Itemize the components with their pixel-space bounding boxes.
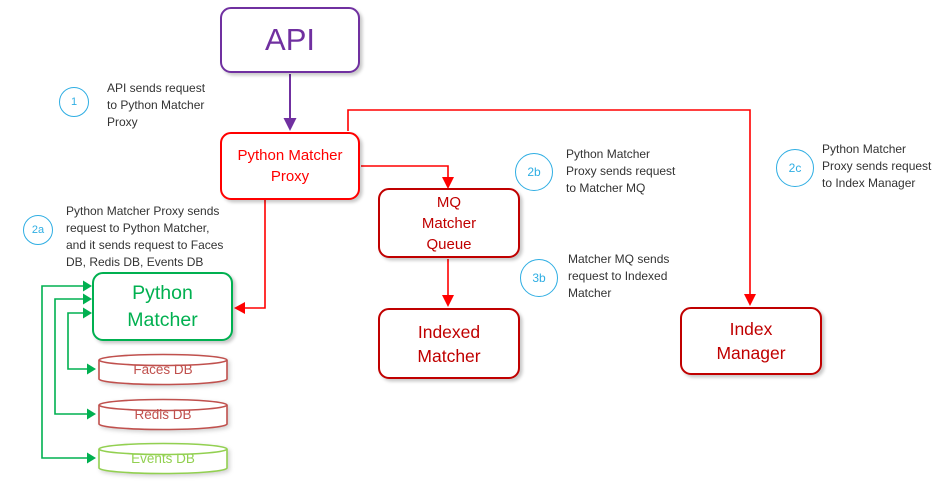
node-index-manager: Index Manager	[680, 307, 822, 375]
node-mq-matcher-queue-label: MQ Matcher Queue	[421, 193, 477, 253]
node-redis-db-label: Redis DB	[134, 407, 192, 422]
node-api: API	[220, 7, 360, 73]
connector-api-to-proxy	[283, 74, 297, 131]
step-badge-2a: 2a	[23, 215, 53, 245]
step-note-2c: Python Matcher Proxy sends request to In…	[822, 142, 932, 190]
connector-python-matcher-events-db	[41, 280, 96, 464]
cylinder-shape	[98, 398, 228, 431]
cylinder-shape	[98, 353, 228, 386]
step-badge-2a-number: 2a	[31, 224, 45, 236]
step-badge-3b: 3b	[520, 259, 558, 297]
node-python-matcher-label: Python Matcher	[127, 281, 198, 331]
step-badge-2b: 2b	[515, 153, 553, 191]
step-note-3b: Matcher MQ sends request to Indexed Matc…	[568, 252, 670, 300]
node-events-db: Events DB	[98, 442, 228, 475]
step-badge-1: 1	[59, 87, 89, 117]
step-badge-3b-number: 3b	[532, 271, 546, 285]
step-badge-2b-number: 2b	[527, 165, 541, 179]
step-badge-1-number: 1	[70, 96, 78, 108]
node-mq-matcher-queue: MQ Matcher Queue	[378, 188, 520, 258]
node-python-matcher-proxy-label: Python Matcher Proxy	[237, 147, 343, 185]
cylinder-shape	[98, 442, 228, 475]
step-note-2a: Python Matcher Proxy sends request to Py…	[66, 204, 224, 269]
node-faces-db: Faces DB	[98, 353, 228, 386]
connector-proxy-to-mq	[361, 165, 454, 189]
connector-python-matcher-redis-db	[54, 293, 96, 420]
node-api-label: API	[265, 22, 315, 57]
node-python-matcher: Python Matcher	[92, 272, 233, 341]
step-note-1: API sends request to Python Matcher Prox…	[107, 81, 206, 129]
node-events-db-label: Events DB	[131, 451, 195, 466]
node-python-matcher-proxy: Python Matcher Proxy	[220, 132, 360, 200]
node-redis-db: Redis DB	[98, 398, 228, 431]
node-faces-db-label: Faces DB	[133, 362, 193, 377]
node-indexed-matcher-label: Indexed Matcher	[417, 321, 481, 366]
step-note-2b: Python Matcher Proxy sends request to Ma…	[566, 147, 676, 195]
connector-mq-to-indexed-matcher	[442, 259, 454, 307]
node-index-manager-label: Index Manager	[716, 319, 786, 363]
node-indexed-matcher: Indexed Matcher	[378, 308, 520, 379]
step-badge-2c-number: 2c	[788, 161, 802, 175]
step-badge-2c: 2c	[776, 149, 814, 187]
